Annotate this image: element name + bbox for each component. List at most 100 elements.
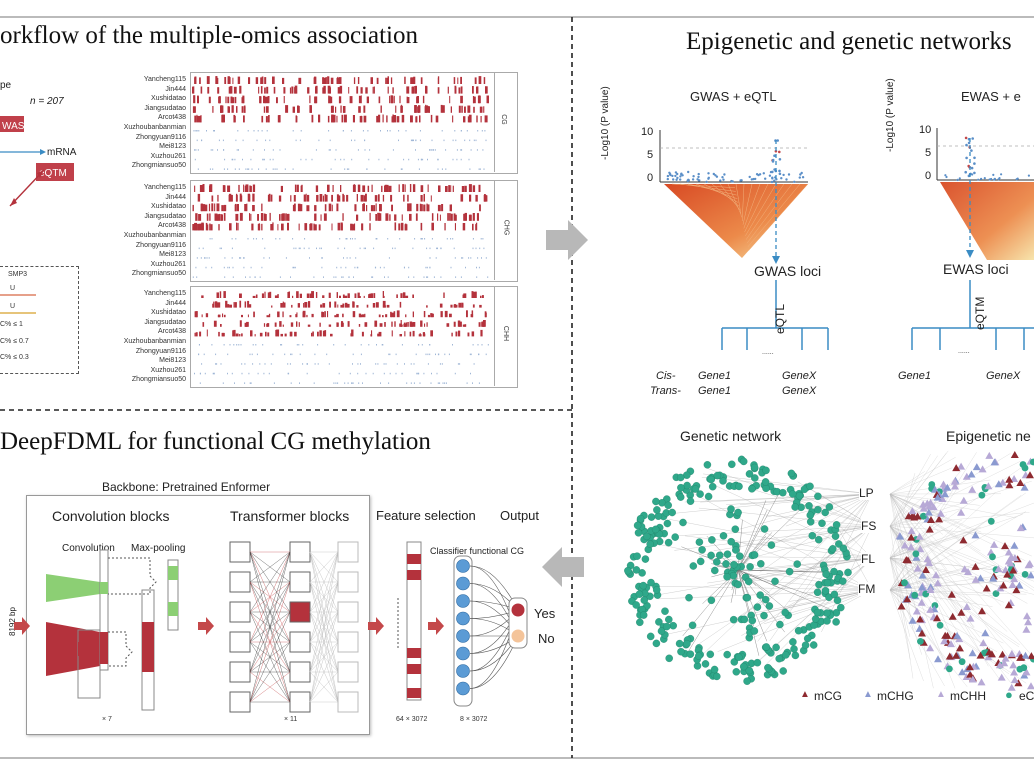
omics-arrows [0,149,46,207]
trait-lp: LP [859,486,874,500]
conv-repeat-label: × 7 [102,716,112,723]
track-sample-label: Xuzhou261 [150,366,186,374]
track-separator [494,180,495,280]
convolution-blocks-title: Convolution blocks [52,508,170,524]
sample-size-label: n = 207 [30,96,64,107]
genex-top: GeneX [782,370,817,382]
track-sample-label: Mei8123 [159,357,186,365]
track-sample-label: Arcot438 [157,222,186,230]
track-sample-label: Zhongyuan9116 [135,133,186,141]
cis-label: Cis- [656,370,676,382]
mchh-legend-label: mCHH [950,689,986,703]
track-sample-label: Xushidatao [150,309,186,317]
track-sample-label: Yancheng115 [143,76,186,83]
yes-label: Yes [534,606,556,621]
track-sample-label: Arcot438 [157,114,186,122]
mcg-legend-label: mCG [814,689,842,703]
track-sample-label: Jiangsudatao [144,318,186,326]
mrna-label: mRNA [47,147,77,158]
track-sample-label: Xuzhou261 [150,152,186,160]
u-label-1: U [10,285,16,292]
arrow-a-to-b [546,220,588,260]
track-sample-label: Zhongyuan9116 [135,347,186,355]
track-sample-label: Zhongyuan9116 [135,241,186,249]
trait-fm: FM [858,582,876,596]
panel-c-title: DeepFDML for functional CG methylation [0,428,431,455]
smp-label: SMP3 [8,271,28,278]
context-label: CHG [502,219,510,236]
track-sample-label: Zhongmiansuo50 [131,270,186,278]
track-signal [192,184,489,278]
deepfdml-architecture [14,541,528,713]
track-separator [494,72,495,172]
networks [624,450,1034,691]
track-sample-label: Mei8123 [159,251,186,259]
track-sample-label: Jiangsudatao [144,104,186,112]
backbone-label: Backbone: Pretrained Enformer [102,480,271,494]
transformer-repeat-label: × 11 [284,716,298,723]
transformer-blocks-title: Transformer blocks [230,508,350,524]
track-signal [194,291,489,384]
eqtm-label: eQTM [973,296,987,330]
output-title: Output [500,508,540,523]
ec-legend-icon: ● [1005,687,1013,702]
classifier-label: Classifier functional CG [430,546,525,556]
track-box-chg [190,180,518,282]
threshold-3: C% ≤ 0.3 [0,354,29,361]
ewas-dots: ...... [958,348,970,355]
yellow-bar [0,312,36,314]
track-sample-label: Xushidatao [150,203,186,211]
track-separator [494,286,495,386]
track-sample-label: Zhongmiansuo50 [131,162,186,170]
track-sample-label: Xuzhoubanbanmian [123,338,186,345]
panel-a-title: orkflow of the multiple-omics associatio… [0,22,418,49]
track-box-cg [190,72,518,174]
epigenetic-network-title: Epigenetic ne [946,428,1031,444]
track-sample-label: Jiangsudatao [144,212,186,220]
ec-legend-label: eC [1019,689,1034,703]
gwas-loci-label: GWAS loci [754,263,822,279]
gwas-ytick-10: 10 [641,126,654,138]
association-plots [659,128,1034,350]
gene1-top: Gene1 [698,370,732,382]
ewas-ytick-0: 0 [925,170,932,182]
ewas-genex: GeneX [986,370,1021,382]
mcg-legend-icon: ▲ [800,689,810,700]
gene1-bottom: Gene1 [698,385,732,397]
threshold-2: C% ≤ 0.7 [0,338,29,345]
track-sample-label: Mei8123 [159,143,186,151]
trans-label: Trans- [650,385,681,397]
mchg-legend-icon: ▲ [863,689,873,700]
track-sample-label: Xushidatao [150,95,186,103]
eqtl-label: eQTL [773,303,787,334]
orange-bar [0,294,36,296]
mchg-legend-label: mCHG [877,689,914,703]
genetic-network-title: Genetic network [680,428,782,444]
track-sample-label: Yancheng115 [143,184,186,191]
gwas-ytick-5: 5 [647,149,654,161]
genex-bottom: GeneX [782,385,817,397]
track-sample-label: Jin444 [165,193,186,201]
mchh-legend-icon: ▲ [936,689,946,700]
convolution-label: Convolution [62,543,115,554]
track-signal [192,76,489,170]
gwas-eqtl-title: GWAS + eQTL [690,89,777,104]
track-sample-label: Zhongmiansuo50 [131,376,186,384]
no-label: No [538,631,555,646]
track-sample-label: Xuzhoubanbanmian [123,124,186,131]
backbone-box [26,495,370,735]
panel-b-title: Epigenetic and genetic networks [686,28,1012,55]
phenotype-label: pe [0,80,12,91]
gwas-ytick-0: 0 [647,172,654,184]
track-sample-label: Xuzhou261 [150,260,186,268]
track-sample-label: Arcot438 [157,328,186,336]
eqtm-badge: eQTM [36,163,74,181]
ewas-title: EWAS + e [961,89,1021,104]
classifier-dim-label: 8 × 3072 [460,716,488,723]
gwas-dots: ...... [762,349,774,356]
ewas-ytick-10: 10 [919,124,932,136]
trait-fl: FL [861,552,876,566]
threshold-1: C% ≤ 1 [0,321,23,328]
